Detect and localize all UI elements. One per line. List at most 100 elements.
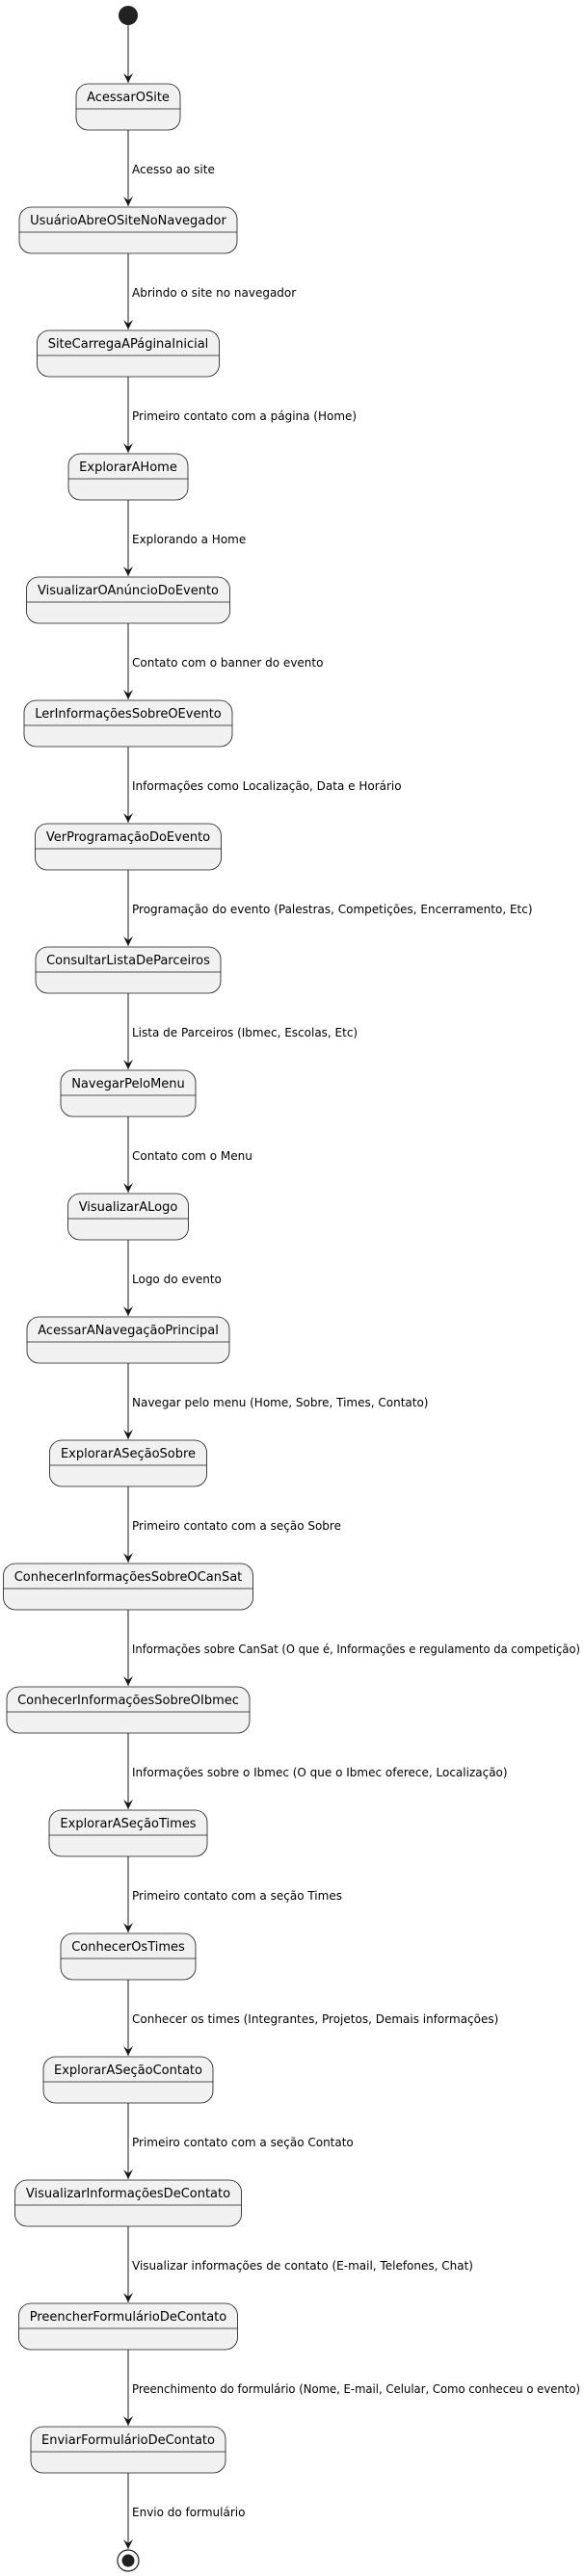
transition-arrowhead (123, 1676, 133, 1686)
state-node: EnviarFormulárioDeContato (30, 2426, 226, 2474)
transition-arrowhead (123, 2293, 133, 2302)
state-name: AcessarANavegaçãoPrincipal (38, 1324, 219, 1338)
transition-arrowhead (123, 813, 133, 823)
transition-arrowhead (123, 2046, 133, 2056)
state-node: SiteCarregaAPáginaInicial (37, 329, 220, 378)
state-node: AcessarOSite (75, 83, 181, 131)
state-node: VerProgramaçãoDoEvento (35, 823, 222, 871)
transition-arrowhead (123, 1923, 133, 1932)
transition-label: Envio do formulário (132, 2506, 245, 2519)
state-name: ConsultarListaDeParceiros (46, 954, 210, 968)
state-name: SiteCarregaAPáginaInicial (48, 337, 209, 352)
transition-arrowhead (123, 443, 133, 453)
transition-arrowhead (123, 1060, 133, 1069)
transition-arrowhead (123, 566, 133, 576)
state-box (26, 1316, 230, 1364)
state-name: AcessarOSite (87, 91, 170, 105)
transition-label: Conhecer os times (Integrantes, Projetos… (132, 2012, 498, 2026)
state-name: VisualizarInformaçõesDeContato (26, 2187, 230, 2201)
transition-label: Informações como Localização, Data e Hor… (132, 779, 402, 793)
transition-arrowhead (123, 936, 133, 946)
transition-arrowhead (123, 1430, 133, 1439)
state-box (23, 699, 233, 748)
state-name: ConhecerInformaçõesSobreOCanSat (14, 1570, 243, 1585)
state-node: ExplorarASeçãoTimes (48, 1809, 208, 1857)
state-box (60, 1932, 197, 1981)
transition-arrowhead (123, 1553, 133, 1563)
end-node-ring (117, 2549, 140, 2572)
state-node: LerInformaçõesSobreOEvento (23, 699, 233, 748)
transition-arrowhead (123, 1800, 133, 1809)
transition-label: Informações sobre CanSat (O que é, Infor… (132, 1643, 580, 1656)
transition-arrowhead (123, 2169, 133, 2179)
transition-arrowhead (123, 2539, 133, 2549)
state-name: ExplorarAHome (79, 460, 177, 475)
state-box (35, 946, 222, 994)
transition-label: Programação do evento (Palestras, Compet… (132, 903, 533, 916)
transition-label: Contato com o Menu (132, 1149, 252, 1163)
state-node: ExplorarAHome (67, 453, 189, 501)
transition-label: Acesso ao site (132, 163, 215, 176)
transition-label: Primeiro contato com a seção Contato (132, 2136, 354, 2149)
state-node: VisualizarALogo (67, 1193, 189, 1241)
state-name: ExplorarASeçãoSobre (61, 1447, 196, 1461)
transition-label: Visualizar informações de contato (E-mai… (132, 2259, 473, 2273)
state-node: VisualizarInformaçõesDeContato (14, 2179, 242, 2227)
transition-arrowhead (123, 1183, 133, 1193)
state-name: LerInformaçõesSobreOEvento (35, 707, 222, 722)
state-name: PreencherFormulárioDeContato (30, 2310, 227, 2325)
state-box (48, 1809, 208, 1857)
transition-label: Primeiro contato com a página (Home) (132, 409, 357, 423)
transition-arrowhead (123, 320, 133, 329)
state-box (67, 453, 189, 501)
state-box (42, 2056, 214, 2104)
transition-label: Lista de Parceiros (Ibmec, Escolas, Etc) (132, 1026, 358, 1039)
transition-arrowhead (123, 690, 133, 699)
state-node: ExplorarASeçãoContato (42, 2056, 214, 2104)
start-node (119, 6, 138, 25)
state-node: ConhecerInformaçõesSobreOIbmec (6, 1686, 251, 1734)
state-box (49, 1439, 207, 1487)
transition-label: Primeiro contato com a seção Sobre (132, 1519, 341, 1533)
state-node: VisualizarOAnúncioDoEvento (26, 576, 230, 624)
state-box (6, 1686, 251, 1734)
state-node: ConhecerOsTimes (60, 1932, 197, 1981)
state-name: ConhecerOsTimes (71, 1940, 185, 1955)
state-name: ExplorarASeçãoTimes (60, 1817, 196, 1831)
end-node-dot (121, 2554, 135, 2567)
state-node: ConhecerInformaçõesSobreOCanSat (3, 1563, 253, 1611)
transition-label: Preenchimento do formulário (Nome, E-mai… (132, 2382, 580, 2396)
state-box (30, 2426, 226, 2474)
transition-label: Navegar pelo menu (Home, Sobre, Times, C… (132, 1396, 429, 1409)
state-node: PreencherFormulárioDeContato (18, 2302, 238, 2351)
transition-label: Primeiro contato com a seção Times (132, 1889, 342, 1903)
state-box (60, 1069, 197, 1117)
state-name: VerProgramaçãoDoEvento (46, 830, 210, 845)
state-node: AcessarANavegaçãoPrincipal (26, 1316, 230, 1364)
state-name: NavegarPeloMenu (71, 1077, 185, 1091)
state-node: UsuárioAbreOSiteNoNavegador (18, 206, 238, 254)
transition-arrowhead (123, 197, 133, 206)
state-box (67, 1193, 189, 1241)
state-box (37, 329, 220, 378)
state-name: VisualizarALogo (79, 1200, 178, 1215)
state-box (14, 2179, 242, 2227)
state-box (75, 83, 181, 131)
state-name: VisualizarOAnúncioDoEvento (38, 584, 219, 598)
transition-label: Informações sobre o Ibmec (O que o Ibmec… (132, 1766, 508, 1779)
state-box (18, 2302, 238, 2351)
state-node: ExplorarASeçãoSobre (49, 1439, 207, 1487)
state-node: NavegarPeloMenu (60, 1069, 197, 1117)
state-name: UsuárioAbreOSiteNoNavegador (30, 214, 226, 228)
state-box (26, 576, 230, 624)
state-box (3, 1563, 253, 1611)
state-name: ConhecerInformaçõesSobreOIbmec (17, 1694, 239, 1708)
state-box (18, 206, 238, 254)
transition-label: Contato com o banner do evento (132, 656, 323, 670)
state-node: ConsultarListaDeParceiros (35, 946, 222, 994)
transition-label: Abrindo o site no navegador (132, 286, 296, 300)
state-name: EnviarFormulárioDeContato (41, 2433, 215, 2448)
states-layer: AcessarOSiteUsuárioAbreOSiteNoNavegadorS… (3, 6, 253, 2572)
